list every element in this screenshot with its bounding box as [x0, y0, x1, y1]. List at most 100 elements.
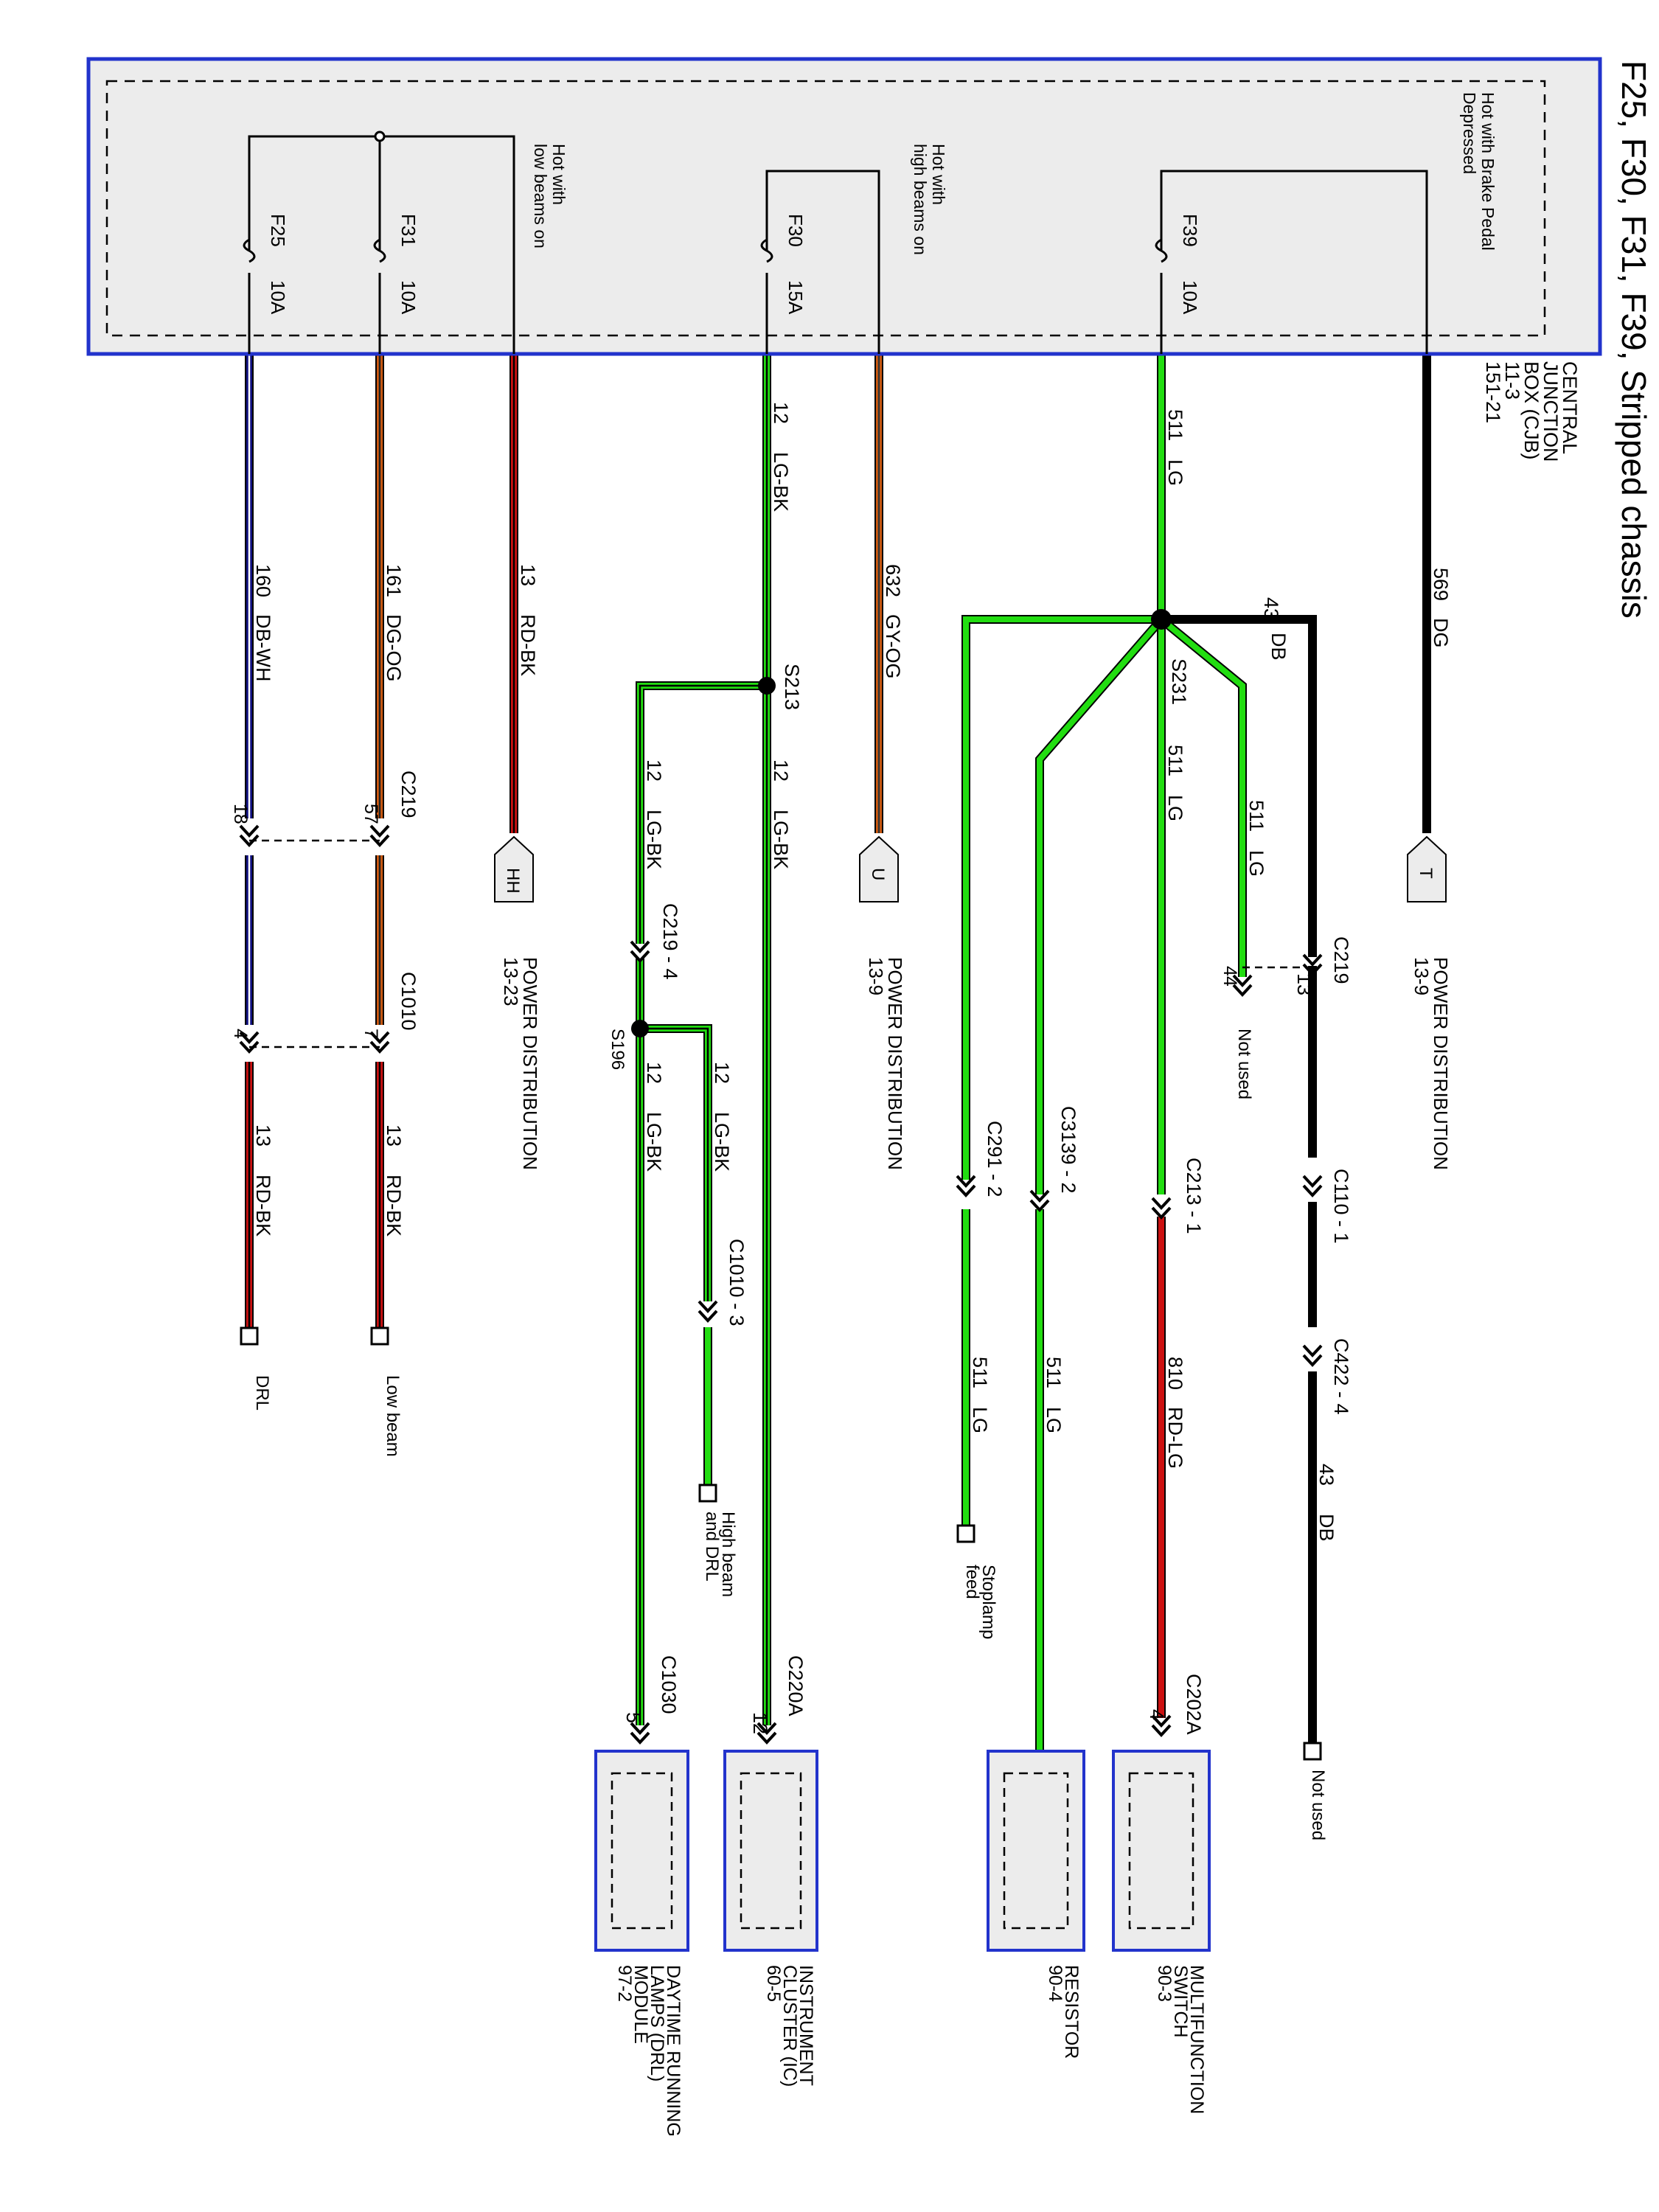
- wires-layer: [245, 354, 1431, 1751]
- label-c1030: C1030: [658, 1655, 680, 1714]
- wire-511-lg-notused: [1159, 616, 1245, 977]
- cjb-high-line: [765, 170, 880, 354]
- label-ic-line-2: CLUSTER (IC): [779, 1965, 800, 2087]
- note-brake-line-1: Hot with Brake Pedal: [1478, 92, 1498, 251]
- cjb-label-line-4: 11-3: [1501, 361, 1523, 400]
- label-w511b-color: LG: [1164, 795, 1186, 821]
- label-w13b-num: 13: [383, 1124, 405, 1147]
- conn-c202a-female: [1151, 1724, 1172, 1737]
- comp-drl-module-inner: [611, 1772, 673, 1930]
- label-low-beam: Low beam: [383, 1375, 403, 1457]
- cjb-junction: [374, 131, 386, 142]
- label-w810-num: 810: [1164, 1357, 1186, 1390]
- label-pd-t-line-2: 13-9: [1411, 957, 1433, 995]
- label-c219-4: C219 - 4: [659, 903, 681, 980]
- conn-c3139-female: [1029, 1199, 1050, 1212]
- terminal-stoplamp: [956, 1524, 975, 1543]
- conn-c1010-4-male: [239, 1031, 260, 1044]
- pd-hh-shape: [494, 835, 534, 902]
- label-w511c-color: LG: [1245, 850, 1267, 877]
- fuse-f31-symbol: [373, 238, 386, 263]
- label-w511b-num: 511: [1164, 745, 1186, 776]
- cjb-inner: [105, 80, 1546, 337]
- label-w43-num: 43: [1260, 597, 1282, 619]
- label-ic-line-1: INSTRUMENT: [796, 1965, 816, 2086]
- note-high-line-2: high beams on: [911, 144, 930, 255]
- wire-43-db: [1161, 616, 1315, 957]
- conn-c219-18-male: [239, 824, 260, 838]
- comp-multifunction-box: [1112, 1750, 1211, 1952]
- conn-c219-44-male: [1232, 974, 1253, 987]
- terminal-drl: [240, 1326, 259, 1346]
- label-w13b-color: RD-BK: [383, 1175, 405, 1237]
- cjb-brake-line: [1160, 170, 1428, 354]
- pd-hh-tag: HH: [503, 868, 523, 894]
- conn-c1010-3-female: [698, 1310, 718, 1323]
- fuse-f25-amp: 10A: [267, 280, 289, 315]
- comp-resistor-inner: [1003, 1772, 1069, 1930]
- conn-c422-male: [1302, 1344, 1323, 1357]
- label-c1030-pin: 5: [622, 1712, 644, 1723]
- note-brake-line-2: Depressed: [1460, 92, 1479, 174]
- label-w511a-color: LG: [1164, 459, 1186, 486]
- label-not-used-2: Not used: [1308, 1770, 1328, 1840]
- conn-c110-female: [1302, 1184, 1323, 1197]
- terminal-low-beam: [370, 1326, 389, 1346]
- label-w12c-num: 12: [643, 759, 665, 782]
- label-w511e-num: 511: [969, 1357, 991, 1388]
- cjb-label-line-3: BOX (CJB): [1520, 361, 1543, 460]
- label-w569-num: 569: [1430, 568, 1452, 601]
- label-w43b-color: DB: [1315, 1514, 1338, 1542]
- fuse-f39-amp: 10A: [1179, 280, 1201, 315]
- comp-multifunction-inner: [1128, 1772, 1194, 1930]
- label-c1010: C1010: [397, 972, 420, 1031]
- cjb-label-line-2: JUNCTION: [1540, 361, 1562, 462]
- label-highbeam-drl-line-2: and DRL: [702, 1512, 722, 1582]
- label-w13-num: 13: [517, 564, 539, 586]
- wire-511-lg-stoplamp: [963, 616, 1161, 1180]
- wire-12-lg-bk-branch-stripe: [639, 684, 767, 944]
- label-drl-module-line-4: 97-2: [614, 1965, 635, 2002]
- label-w12d-color: LG-BK: [711, 1112, 733, 1172]
- comp-resistor-box: [987, 1750, 1085, 1952]
- conn-c219-4-female: [630, 950, 650, 963]
- fuse-f25-id: F25: [267, 214, 289, 247]
- label-w12c-color: LG-BK: [643, 810, 665, 869]
- label-c202a: C202A: [1183, 1674, 1205, 1735]
- label-pd-hh-line-1: POWER DISTRIBUTION: [519, 957, 541, 1170]
- label-drl-module-line-3: MODULE: [630, 1965, 651, 2044]
- conn-c1010-7-female: [369, 1040, 390, 1054]
- label-w810-color: RD-LG: [1164, 1407, 1186, 1469]
- label-c219-13: 13: [1293, 973, 1315, 995]
- label-pd-u-line-1: POWER DISTRIBUTION: [884, 957, 906, 1170]
- label-w13c-color: RD-BK: [252, 1175, 274, 1237]
- conn-c1030-male: [630, 1722, 650, 1735]
- comp-ic-box: [723, 1750, 818, 1952]
- conn-c1010-3-male: [698, 1300, 718, 1313]
- label-s231: S231: [1168, 658, 1190, 705]
- comp-ic-inner: [740, 1772, 802, 1930]
- label-c219-44: 44: [1220, 966, 1240, 987]
- note-low-line-2: low beams on: [531, 144, 550, 248]
- cjb-label-line-1: CENTRAL: [1559, 361, 1581, 454]
- fuse-f30-amp: 15A: [785, 280, 807, 315]
- fuse-f30-id: F30: [785, 214, 807, 247]
- fuse-f30-symbol: [760, 238, 773, 263]
- label-c219: C219: [1330, 936, 1352, 984]
- label-pd-u-line-2: 13-9: [865, 957, 887, 995]
- diagram-title: F25, F30, F31, F39, Stripped chassis: [1615, 60, 1653, 619]
- label-multifunction-line-3: 90-3: [1154, 1965, 1175, 2002]
- label-w43b-num: 43: [1315, 1464, 1338, 1486]
- label-w511a-num: 511: [1164, 409, 1186, 441]
- label-c213: C213 - 1: [1183, 1158, 1205, 1234]
- label-pd-hh-line-2: 13-23: [500, 957, 522, 1006]
- label-w511c-num: 511: [1245, 800, 1267, 832]
- label-c110: C110 - 1: [1330, 1169, 1352, 1244]
- label-pd-t-line-1: POWER DISTRIBUTION: [1430, 957, 1452, 1170]
- label-highbeam-drl-line-1: High beam: [718, 1512, 738, 1597]
- label-w12e-num: 12: [643, 1062, 665, 1084]
- label-s213: S213: [781, 664, 803, 710]
- label-drl: DRL: [252, 1375, 272, 1411]
- label-s196: S196: [608, 1029, 627, 1070]
